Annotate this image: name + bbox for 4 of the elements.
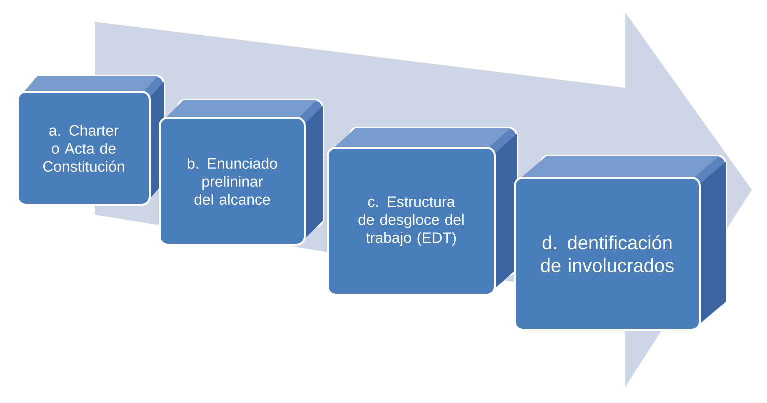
process-box: a. Charter o Acta de Constitución xyxy=(17,75,165,206)
process-box: d. dentificación de involucrados xyxy=(514,155,727,331)
process-box: b. Enunciado prelininar del alcance xyxy=(159,99,324,246)
process-box: c. Estructura de desgloce del trabajo (EDT) xyxy=(327,127,518,296)
